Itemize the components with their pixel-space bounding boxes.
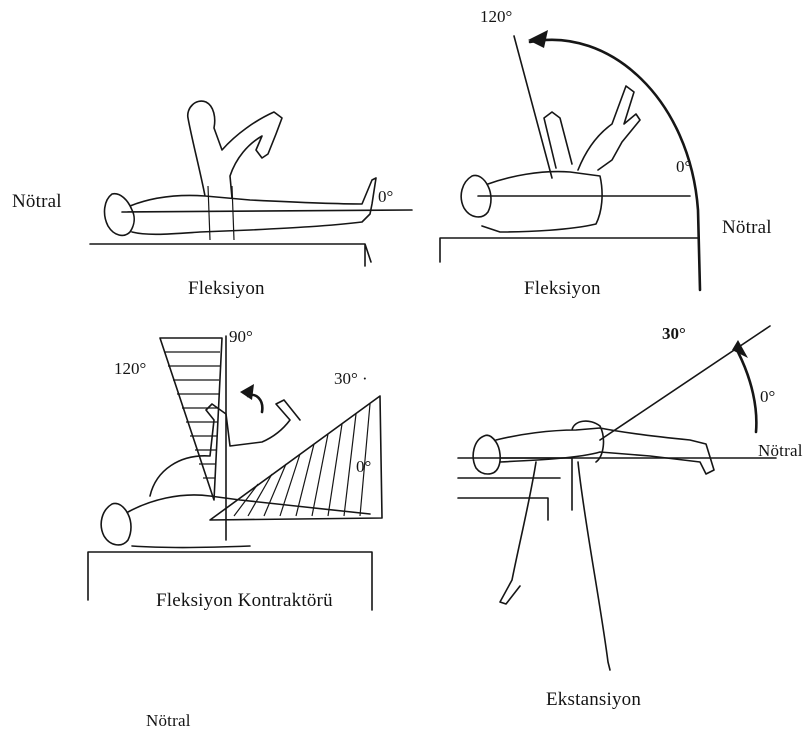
- flexion-120-line: [514, 36, 552, 178]
- panel-bottom-right-extension: [458, 326, 776, 670]
- angle-120-label: 120°: [480, 8, 512, 25]
- neutral-label: Nötral: [12, 192, 62, 211]
- caption-extension: Ekstansiyon: [546, 690, 641, 709]
- neutral-label: Nötral: [758, 442, 803, 459]
- arrowhead: [240, 384, 254, 400]
- footer-neutral-label: Nötral: [146, 712, 191, 729]
- range-arc: [738, 352, 756, 432]
- caption-flexion: Fleksiyon: [188, 279, 265, 298]
- wedge-hatching: [164, 352, 220, 478]
- patient-figure: [461, 86, 640, 232]
- arc-arrowhead: [528, 30, 548, 48]
- exam-table: [440, 238, 698, 262]
- neutral-reference-line: [122, 210, 412, 212]
- angle-90-label: 90°: [229, 328, 253, 345]
- neutral-label: Nötral: [722, 218, 772, 237]
- patient-figure: [101, 400, 370, 548]
- angle-0-label: 0°: [356, 458, 371, 475]
- angle-30-label: 30° ·: [334, 370, 368, 387]
- angle-0-label: 0°: [676, 158, 691, 175]
- caption-flexion-contracture: Fleksiyon Kontraktörü: [156, 591, 333, 610]
- angle-30-label: 30°: [662, 325, 686, 342]
- angle-120-label: 120°: [114, 360, 146, 377]
- wedge-hatching: [234, 404, 370, 516]
- thigh-axis-line: [232, 186, 234, 240]
- caption-flexion: Fleksiyon: [524, 279, 601, 298]
- extension-30-line: [600, 326, 770, 440]
- panel-top-right-flexion: [440, 30, 700, 290]
- angle-0-label: 0°: [378, 188, 393, 205]
- angle-0-label: 0°: [760, 388, 775, 405]
- exam-table: [90, 244, 371, 266]
- panel-top-left-flexion: [90, 101, 412, 266]
- patient-figure: [105, 101, 376, 235]
